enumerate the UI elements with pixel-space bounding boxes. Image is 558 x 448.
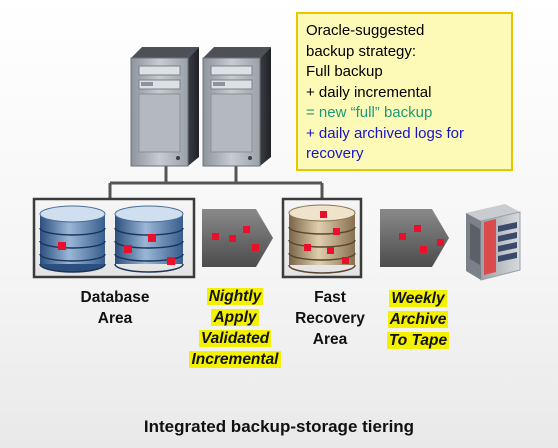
label-line: Recovery	[295, 310, 365, 327]
label-line: Apply	[211, 309, 259, 326]
note-line: = new “full” backup	[306, 104, 433, 121]
recovery-disk-icon	[288, 204, 356, 274]
fast-recovery-area-label: Fast Recovery Area	[282, 287, 378, 350]
label-line: To Tape	[386, 332, 450, 349]
nightly-apply-label: Nightly Apply Validated Incremental	[180, 286, 290, 370]
label-line: Database	[80, 289, 150, 306]
label-line: Area	[312, 331, 348, 348]
server-icon	[202, 47, 271, 167]
tape-library-icon	[466, 204, 521, 281]
database-disk-icon	[39, 205, 106, 273]
note-line: backup strategy:	[306, 42, 417, 60]
label-line: Weekly	[389, 290, 447, 307]
note-line: + daily archived logs for	[306, 124, 464, 142]
label-line: Validated	[198, 330, 272, 347]
database-area-storage	[32, 197, 196, 279]
note-line: Full backup	[306, 63, 383, 80]
weekly-archive-label: Weekly Archive To Tape	[368, 288, 468, 351]
data-block-icons	[58, 234, 175, 265]
label-line: Archive	[387, 311, 449, 328]
diagram-caption: Integrated backup-storage tiering	[143, 417, 415, 436]
server-icon	[130, 47, 199, 167]
note-line: + daily incremental	[306, 83, 432, 101]
strategy-note: Oracle-suggested backup strategy: Full b…	[296, 12, 513, 171]
nightly-arrow	[202, 209, 273, 267]
database-area-label: Database Area	[60, 287, 170, 329]
note-line: Oracle-suggested	[306, 22, 425, 39]
label-line: Incremental	[189, 351, 281, 368]
label-line: Area	[97, 310, 133, 327]
note-line: recovery	[306, 145, 364, 162]
data-block-icons	[304, 211, 349, 264]
label-line: Nightly	[206, 288, 264, 305]
fast-recovery-area-storage	[281, 197, 363, 279]
weekly-arrow	[380, 209, 449, 267]
label-line: Fast	[314, 289, 346, 306]
